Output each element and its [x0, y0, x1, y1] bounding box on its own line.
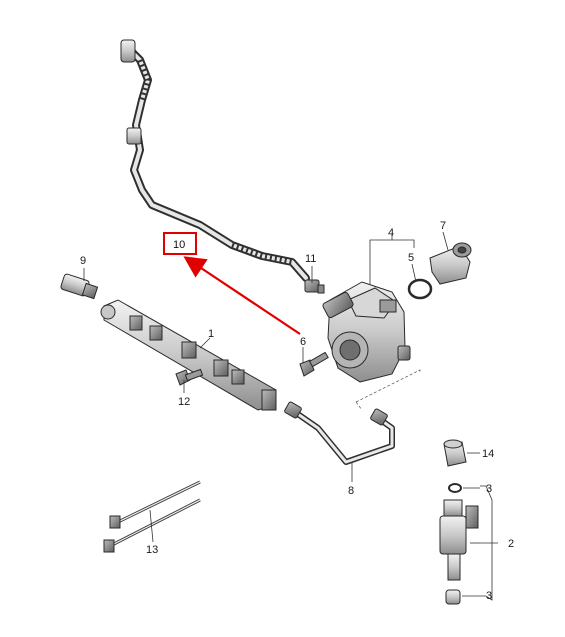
label-10: 10 [173, 239, 185, 251]
clip-part-14 [443, 439, 467, 467]
leader-lines [83, 231, 498, 601]
label-5: 5 [408, 252, 414, 264]
cable-ties-part-13 [103, 480, 201, 553]
seal-part-3-upper [448, 483, 462, 493]
label-11: 11 [305, 253, 316, 265]
high-pressure-line-part-8 [284, 401, 395, 465]
bolt-part-6 [299, 351, 329, 377]
fuel-rail-part-1 [100, 299, 277, 411]
injector-part-2 [439, 499, 479, 581]
label-6: 6 [300, 336, 306, 348]
label-3-upper: 3 [486, 483, 492, 495]
tappet-part-7 [429, 242, 472, 285]
label-12: 12 [178, 396, 190, 408]
label-9: 9 [80, 255, 86, 267]
seal-part-3-lower [445, 589, 461, 605]
pressure-sensor-part-9 [60, 273, 99, 300]
highlight-arrow [183, 256, 301, 335]
label-2: 2 [508, 538, 514, 550]
highlight-box-part-10 [163, 232, 197, 255]
fuel-line-part-10 [120, 39, 310, 282]
label-7: 7 [440, 220, 446, 232]
label-8: 8 [348, 485, 354, 497]
high-pressure-pump-part-4 [322, 281, 411, 383]
label-1: 1 [208, 328, 214, 340]
label-4: 4 [388, 227, 394, 239]
o-ring-part-5 [407, 278, 433, 300]
bolt-part-12 [175, 368, 204, 386]
label-13: 13 [146, 544, 158, 556]
label-14: 14 [482, 448, 494, 460]
connector-part-11 [304, 279, 325, 294]
label-3-lower: 3 [486, 590, 492, 602]
